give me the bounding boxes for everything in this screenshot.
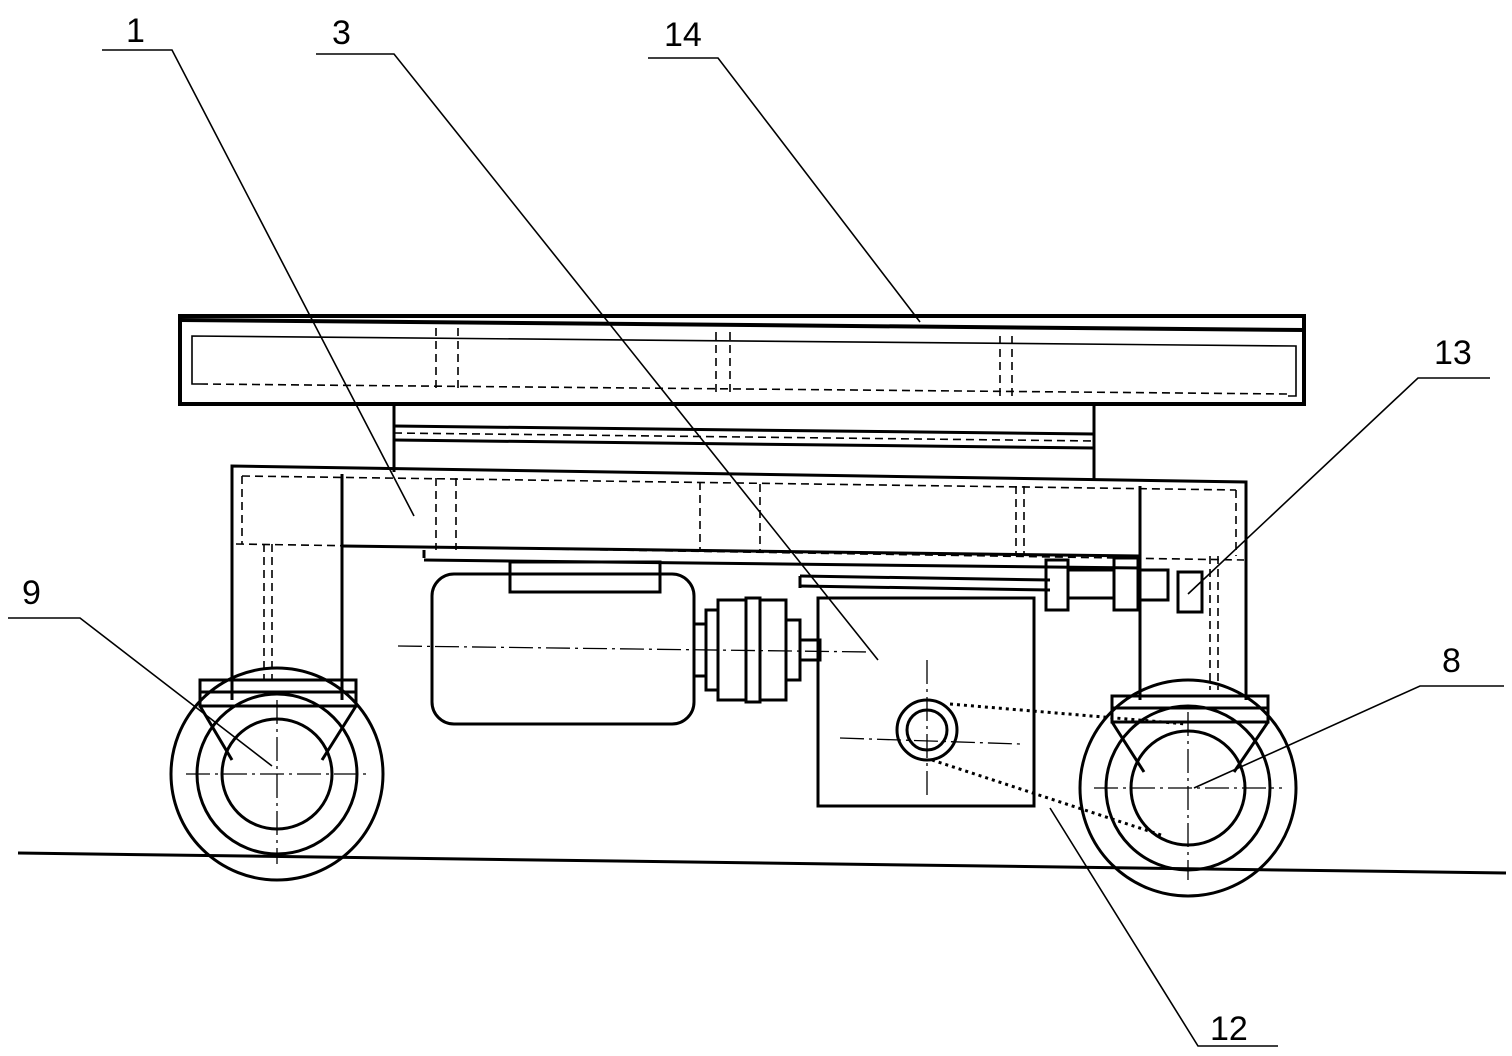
right-wheel — [1078, 678, 1298, 898]
leader-3 — [316, 53, 879, 661]
gearbox — [816, 596, 1036, 808]
leader-12 — [1049, 807, 1278, 1047]
callout-9: 9 — [22, 574, 41, 612]
callout-3: 3 — [332, 14, 351, 52]
leader-1 — [102, 49, 415, 517]
callout-8: 8 — [1442, 642, 1461, 680]
callout-12: 12 — [1210, 1010, 1248, 1048]
leader-13 — [1187, 377, 1490, 595]
callout-13: 13 — [1434, 334, 1472, 372]
left-wheel — [169, 666, 385, 882]
ground-line — [17, 851, 1507, 875]
chain-drive — [931, 702, 1187, 838]
callout-1: 1 — [126, 12, 145, 50]
callout-14: 14 — [664, 16, 702, 54]
leader-8 — [1193, 685, 1504, 789]
coupling — [692, 596, 822, 704]
leader-9 — [8, 617, 273, 767]
callout-leaders — [8, 49, 1504, 1047]
top-platform — [178, 314, 1306, 406]
main-frame — [230, 464, 1248, 700]
leader-14 — [648, 57, 921, 323]
lifting-section — [392, 404, 1096, 480]
steering-cylinder — [1044, 556, 1204, 614]
